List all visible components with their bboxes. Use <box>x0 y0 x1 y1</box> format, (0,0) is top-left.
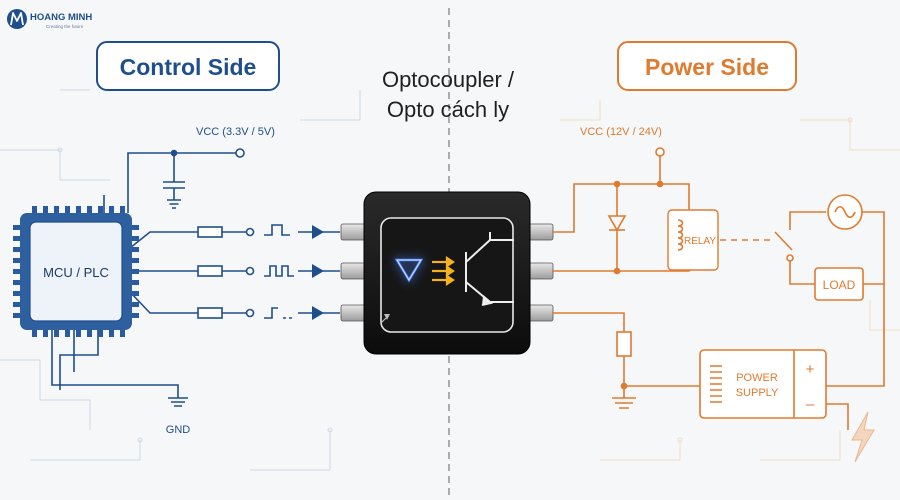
mcu-pin <box>76 329 81 337</box>
mcu-pin <box>65 329 70 337</box>
power-wiring <box>553 147 885 430</box>
control-vcc-label: VCC (3.3V / 5V) <box>196 126 275 138</box>
mcu-pin <box>131 291 139 296</box>
power-supply-label-line2: SUPPLY <box>736 387 779 399</box>
control-signal-arrows <box>312 225 324 320</box>
control-wiring <box>51 148 340 407</box>
mcu-pin <box>131 225 139 230</box>
hm-logo-icon <box>7 9 27 29</box>
mcu-pin <box>131 258 139 263</box>
mcu-pin <box>131 280 139 285</box>
mcu-pin <box>120 206 125 214</box>
mcu-pin <box>54 206 59 214</box>
mcu-pin <box>65 206 70 214</box>
mcu-pin <box>87 329 92 337</box>
relay-label: RELAY <box>684 236 716 247</box>
power-supply-label-line1: POWER <box>736 372 778 384</box>
mcu-pin <box>32 329 37 337</box>
mcu-pin <box>131 302 139 307</box>
logo-brand: HOANG MINH <box>30 12 92 23</box>
company-logo: HOANG MINH Creating the future <box>7 9 92 29</box>
mcu-pin <box>13 236 21 241</box>
power-supply-vents <box>710 365 722 403</box>
ac-source-icon <box>834 205 856 219</box>
phototransistor-icon <box>465 232 514 306</box>
opto-pins <box>340 223 554 322</box>
mcu-pin <box>54 329 59 337</box>
mcu-pin <box>13 269 21 274</box>
mcu-pin <box>32 206 37 214</box>
mcu-pin <box>13 247 21 252</box>
mcu-chip: MCU / PLC <box>13 206 139 337</box>
mcu-pin <box>13 280 21 285</box>
power-side-title-box <box>617 41 797 91</box>
mcu-pin <box>120 329 125 337</box>
power-side: Power Side VCC (12V / 24V) <box>553 41 885 463</box>
power-vcc-label: VCC (12V / 24V) <box>580 126 662 138</box>
opto-led-icon <box>394 238 424 300</box>
mcu-pin <box>13 258 21 263</box>
mcu-pin <box>98 329 103 337</box>
mcu-pin <box>87 206 92 214</box>
mcu-pin <box>131 313 139 318</box>
logo-tagline: Creating the future <box>46 24 84 29</box>
mcu-pin <box>131 247 139 252</box>
mcu-pin <box>13 302 21 307</box>
mcu-pin <box>13 291 21 296</box>
mcu-pin <box>76 206 81 214</box>
control-gnd-label: GND <box>166 424 191 436</box>
opto-title-line1: Optocoupler / <box>382 67 515 92</box>
plus-terminal: + <box>806 361 815 378</box>
background-traces <box>0 89 900 471</box>
opto-title-line2: Opto cách ly <box>387 97 509 122</box>
optocoupler: Optocoupler / Opto cách ly <box>340 67 554 355</box>
mcu-pin <box>43 206 48 214</box>
lightning-icon <box>851 411 875 463</box>
control-side-title: Control Side <box>120 54 257 80</box>
mcu-pin <box>109 329 114 337</box>
control-side-title-box <box>96 41 280 91</box>
mcu-pin <box>13 225 21 230</box>
mcu-pin <box>131 269 139 274</box>
load-label: LOAD <box>823 278 856 292</box>
minus-terminal: – <box>806 396 815 413</box>
mcu-pin <box>43 329 48 337</box>
light-arrows <box>432 255 455 287</box>
mcu-pin <box>131 236 139 241</box>
mcu-pin <box>109 206 114 214</box>
control-side: Control Side VCC (3.3V / 5V) <box>13 41 340 436</box>
mcu-pin <box>13 313 21 318</box>
mcu-pin <box>98 206 103 214</box>
power-side-title: Power Side <box>645 54 769 80</box>
mcu-label: MCU / PLC <box>43 265 109 280</box>
